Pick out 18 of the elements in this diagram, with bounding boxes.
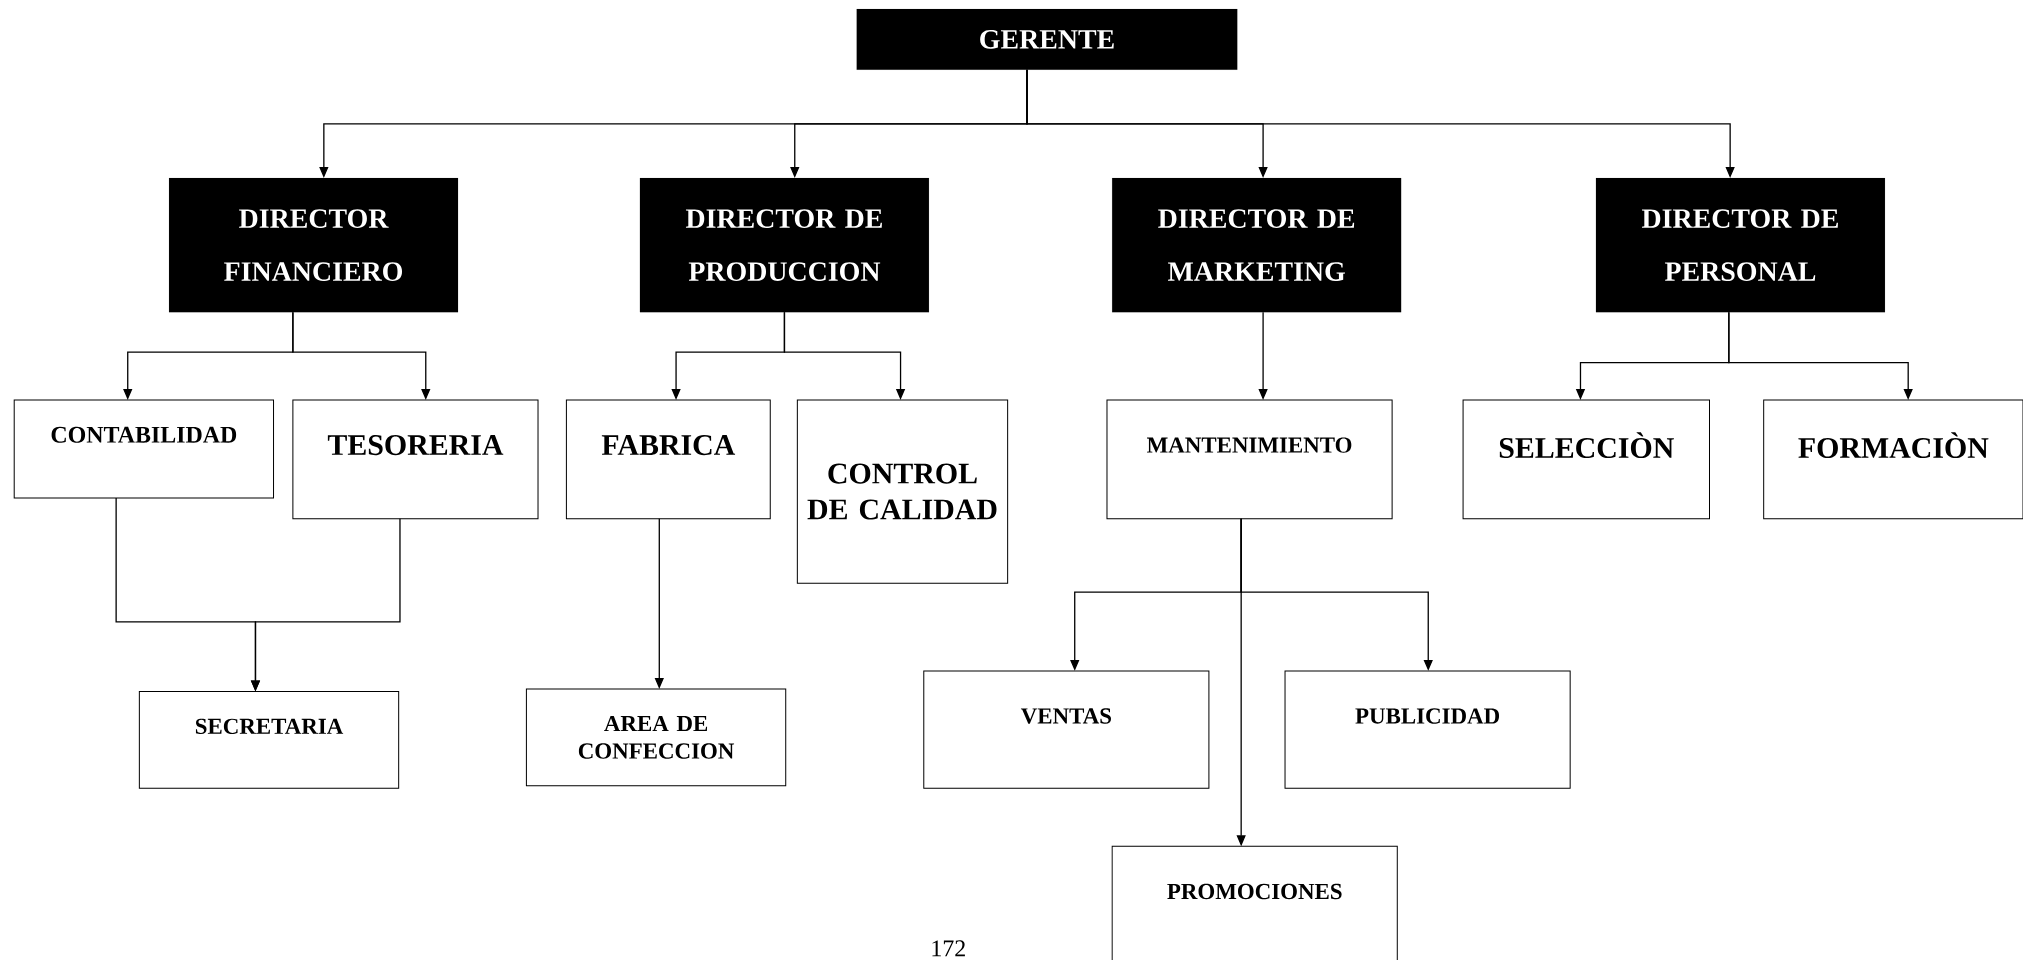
- department-box: SECRETARIA: [138, 691, 400, 789]
- department-box: VENTAS: [923, 670, 1210, 789]
- title-box: DIRECTOR DE MARKETING: [1112, 178, 1402, 313]
- title-box: DIRECTOR DE PRODUCCION: [639, 178, 929, 313]
- department-box: CONTABILIDAD: [13, 399, 275, 499]
- department-box: FABRICA: [565, 399, 771, 520]
- title-box: DIRECTOR FINANCIERO: [169, 178, 459, 313]
- page-number: 172: [932, 940, 965, 957]
- department-box: MANTENIMIENTO: [1106, 399, 1393, 520]
- title-box: GERENTE: [856, 9, 1238, 70]
- department-box: FORMACIÒN: [1763, 399, 2023, 520]
- department-box: AREA DE CONFECCION: [525, 688, 787, 787]
- department-box: TESORERIA: [292, 399, 539, 520]
- title-box: DIRECTOR DE PERSONAL: [1595, 178, 1885, 313]
- department-box: PUBLICIDAD: [1284, 670, 1571, 789]
- department-box: SELECCIÒN: [1462, 399, 1710, 520]
- department-box: PROMOCIONES: [1111, 845, 1398, 960]
- department-box: CONTROL DE CALIDAD: [796, 399, 1009, 584]
